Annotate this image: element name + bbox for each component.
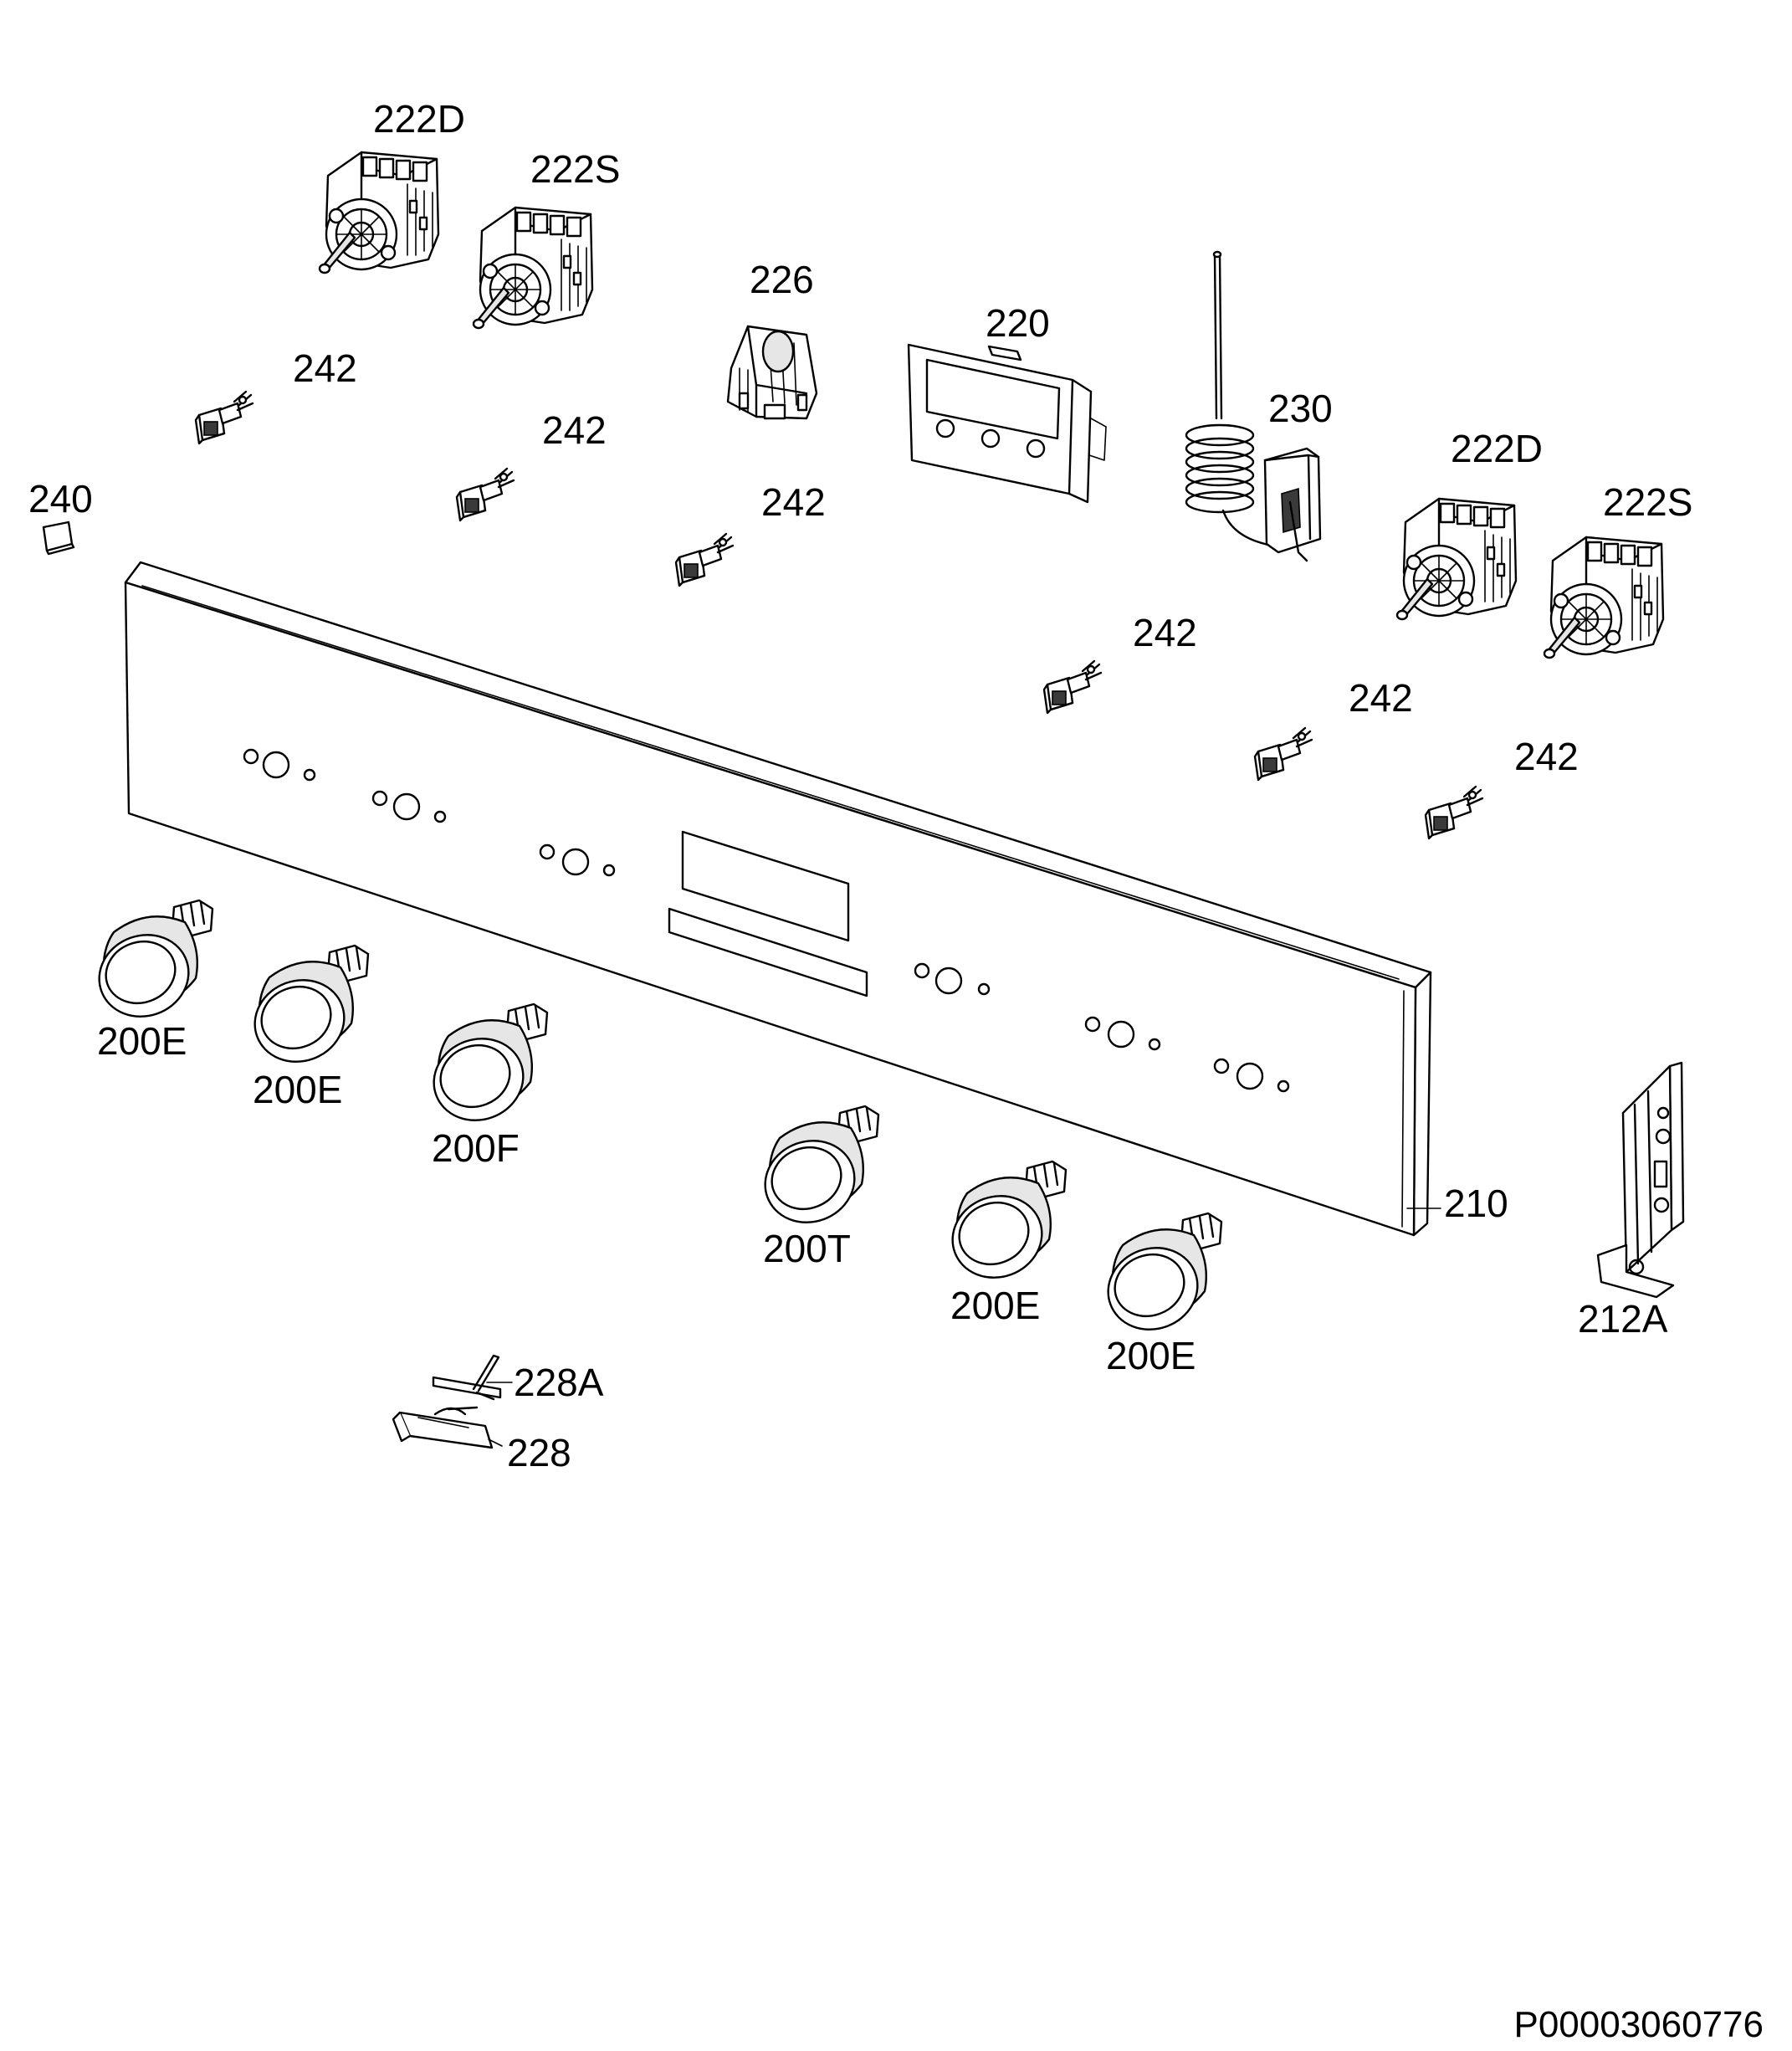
label-242-5: 242 — [1349, 676, 1413, 720]
label-242-2: 242 — [542, 408, 607, 452]
control-knob-200f — [421, 1002, 549, 1134]
label-242-1: 242 — [293, 346, 357, 390]
label-210: 210 — [1444, 1182, 1508, 1225]
label-228: 228 — [507, 1431, 571, 1474]
selector-switch-222d-left — [318, 151, 440, 274]
label-222d-left: 222D — [373, 97, 465, 141]
label-242-4: 242 — [1133, 611, 1197, 654]
control-knob-200e-1 — [86, 899, 214, 1030]
label-222s-right: 222S — [1603, 480, 1692, 524]
selector-switch-222s-right — [1543, 536, 1665, 659]
document-code: P00003060776 — [1513, 2004, 1764, 2045]
label-212a: 212A — [1578, 1297, 1668, 1341]
label-222d-right: 222D — [1451, 427, 1543, 470]
label-222s-left: 222S — [530, 147, 620, 191]
mounting-bracket-212a — [1596, 1061, 1685, 1299]
panel-display-window — [681, 830, 850, 942]
label-200e-1: 200E — [97, 1019, 187, 1063]
indicator-lamp-242-2 — [455, 467, 515, 522]
part-228a — [432, 1354, 502, 1401]
display-module-220 — [907, 343, 1107, 504]
control-knob-200e-2 — [242, 944, 370, 1075]
control-knob-200e-3 — [940, 1160, 1068, 1291]
control-panel-210 — [124, 561, 1432, 1237]
label-242-6: 242 — [1514, 735, 1579, 778]
label-242-3: 242 — [761, 480, 826, 524]
thermostat-230 — [1185, 250, 1322, 562]
label-200e-4: 200E — [1106, 1334, 1196, 1377]
label-200f: 200F — [432, 1126, 520, 1170]
part-228 — [392, 1406, 494, 1449]
control-knob-200e-4 — [1095, 1212, 1223, 1343]
label-240: 240 — [28, 477, 93, 520]
indicator-lamp-242-5 — [1253, 726, 1313, 782]
indicator-lamp-242-4 — [1042, 659, 1103, 715]
indicator-lamp-242-6 — [1424, 785, 1484, 840]
label-200e-2: 200E — [253, 1068, 342, 1111]
leader-lines — [486, 1208, 1441, 1447]
control-knob-200t — [752, 1105, 880, 1236]
selector-switch-222d-right — [1395, 497, 1518, 621]
lamp-cap-240 — [42, 520, 75, 556]
indicator-lamp-242-1 — [194, 390, 254, 445]
selector-switch-222s-left — [472, 206, 594, 330]
label-220: 220 — [986, 301, 1050, 345]
label-200e-3: 200E — [950, 1284, 1040, 1327]
label-228a: 228A — [514, 1361, 604, 1404]
label-226: 226 — [750, 258, 814, 301]
label-200t: 200T — [763, 1227, 851, 1270]
panel-display-strip — [668, 907, 868, 997]
panel-knob-holes — [243, 748, 1290, 1093]
label-230: 230 — [1268, 387, 1333, 430]
selector-switch-226 — [726, 325, 818, 420]
indicator-lamp-242-3 — [674, 532, 735, 587]
part-labels: 222D 222S 226 220 230 222D 222S 242 242 … — [28, 97, 1692, 1474]
